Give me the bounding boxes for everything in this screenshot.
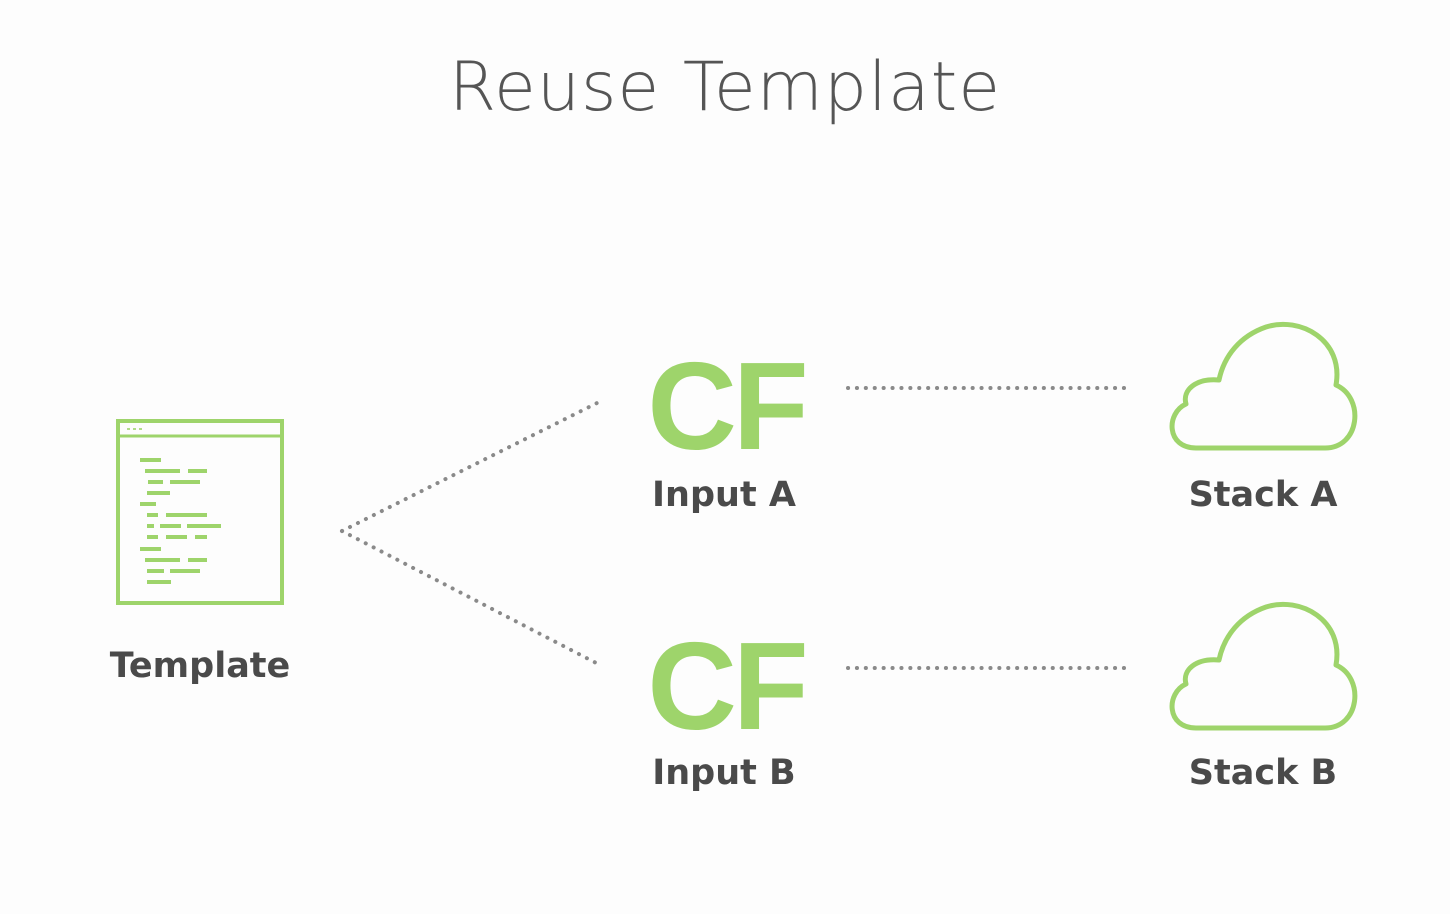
connector-template-to-input-a xyxy=(340,399,603,533)
cloud-icon xyxy=(1169,601,1358,731)
input-b-label: Input B xyxy=(652,753,796,793)
stack-b-label: Stack B xyxy=(1188,753,1338,793)
connector-template-to-input-b xyxy=(340,529,602,667)
input-a-label: Input A xyxy=(652,475,796,515)
cloudformation-icon: CF xyxy=(647,338,808,476)
cloudformation-icon: CF xyxy=(647,618,808,756)
cloud-icon xyxy=(1169,321,1358,451)
stack-a-label: Stack A xyxy=(1188,475,1338,515)
template-document-icon xyxy=(116,419,284,605)
template-label: Template xyxy=(109,646,291,686)
page-title: Reuse Template xyxy=(448,48,1002,127)
